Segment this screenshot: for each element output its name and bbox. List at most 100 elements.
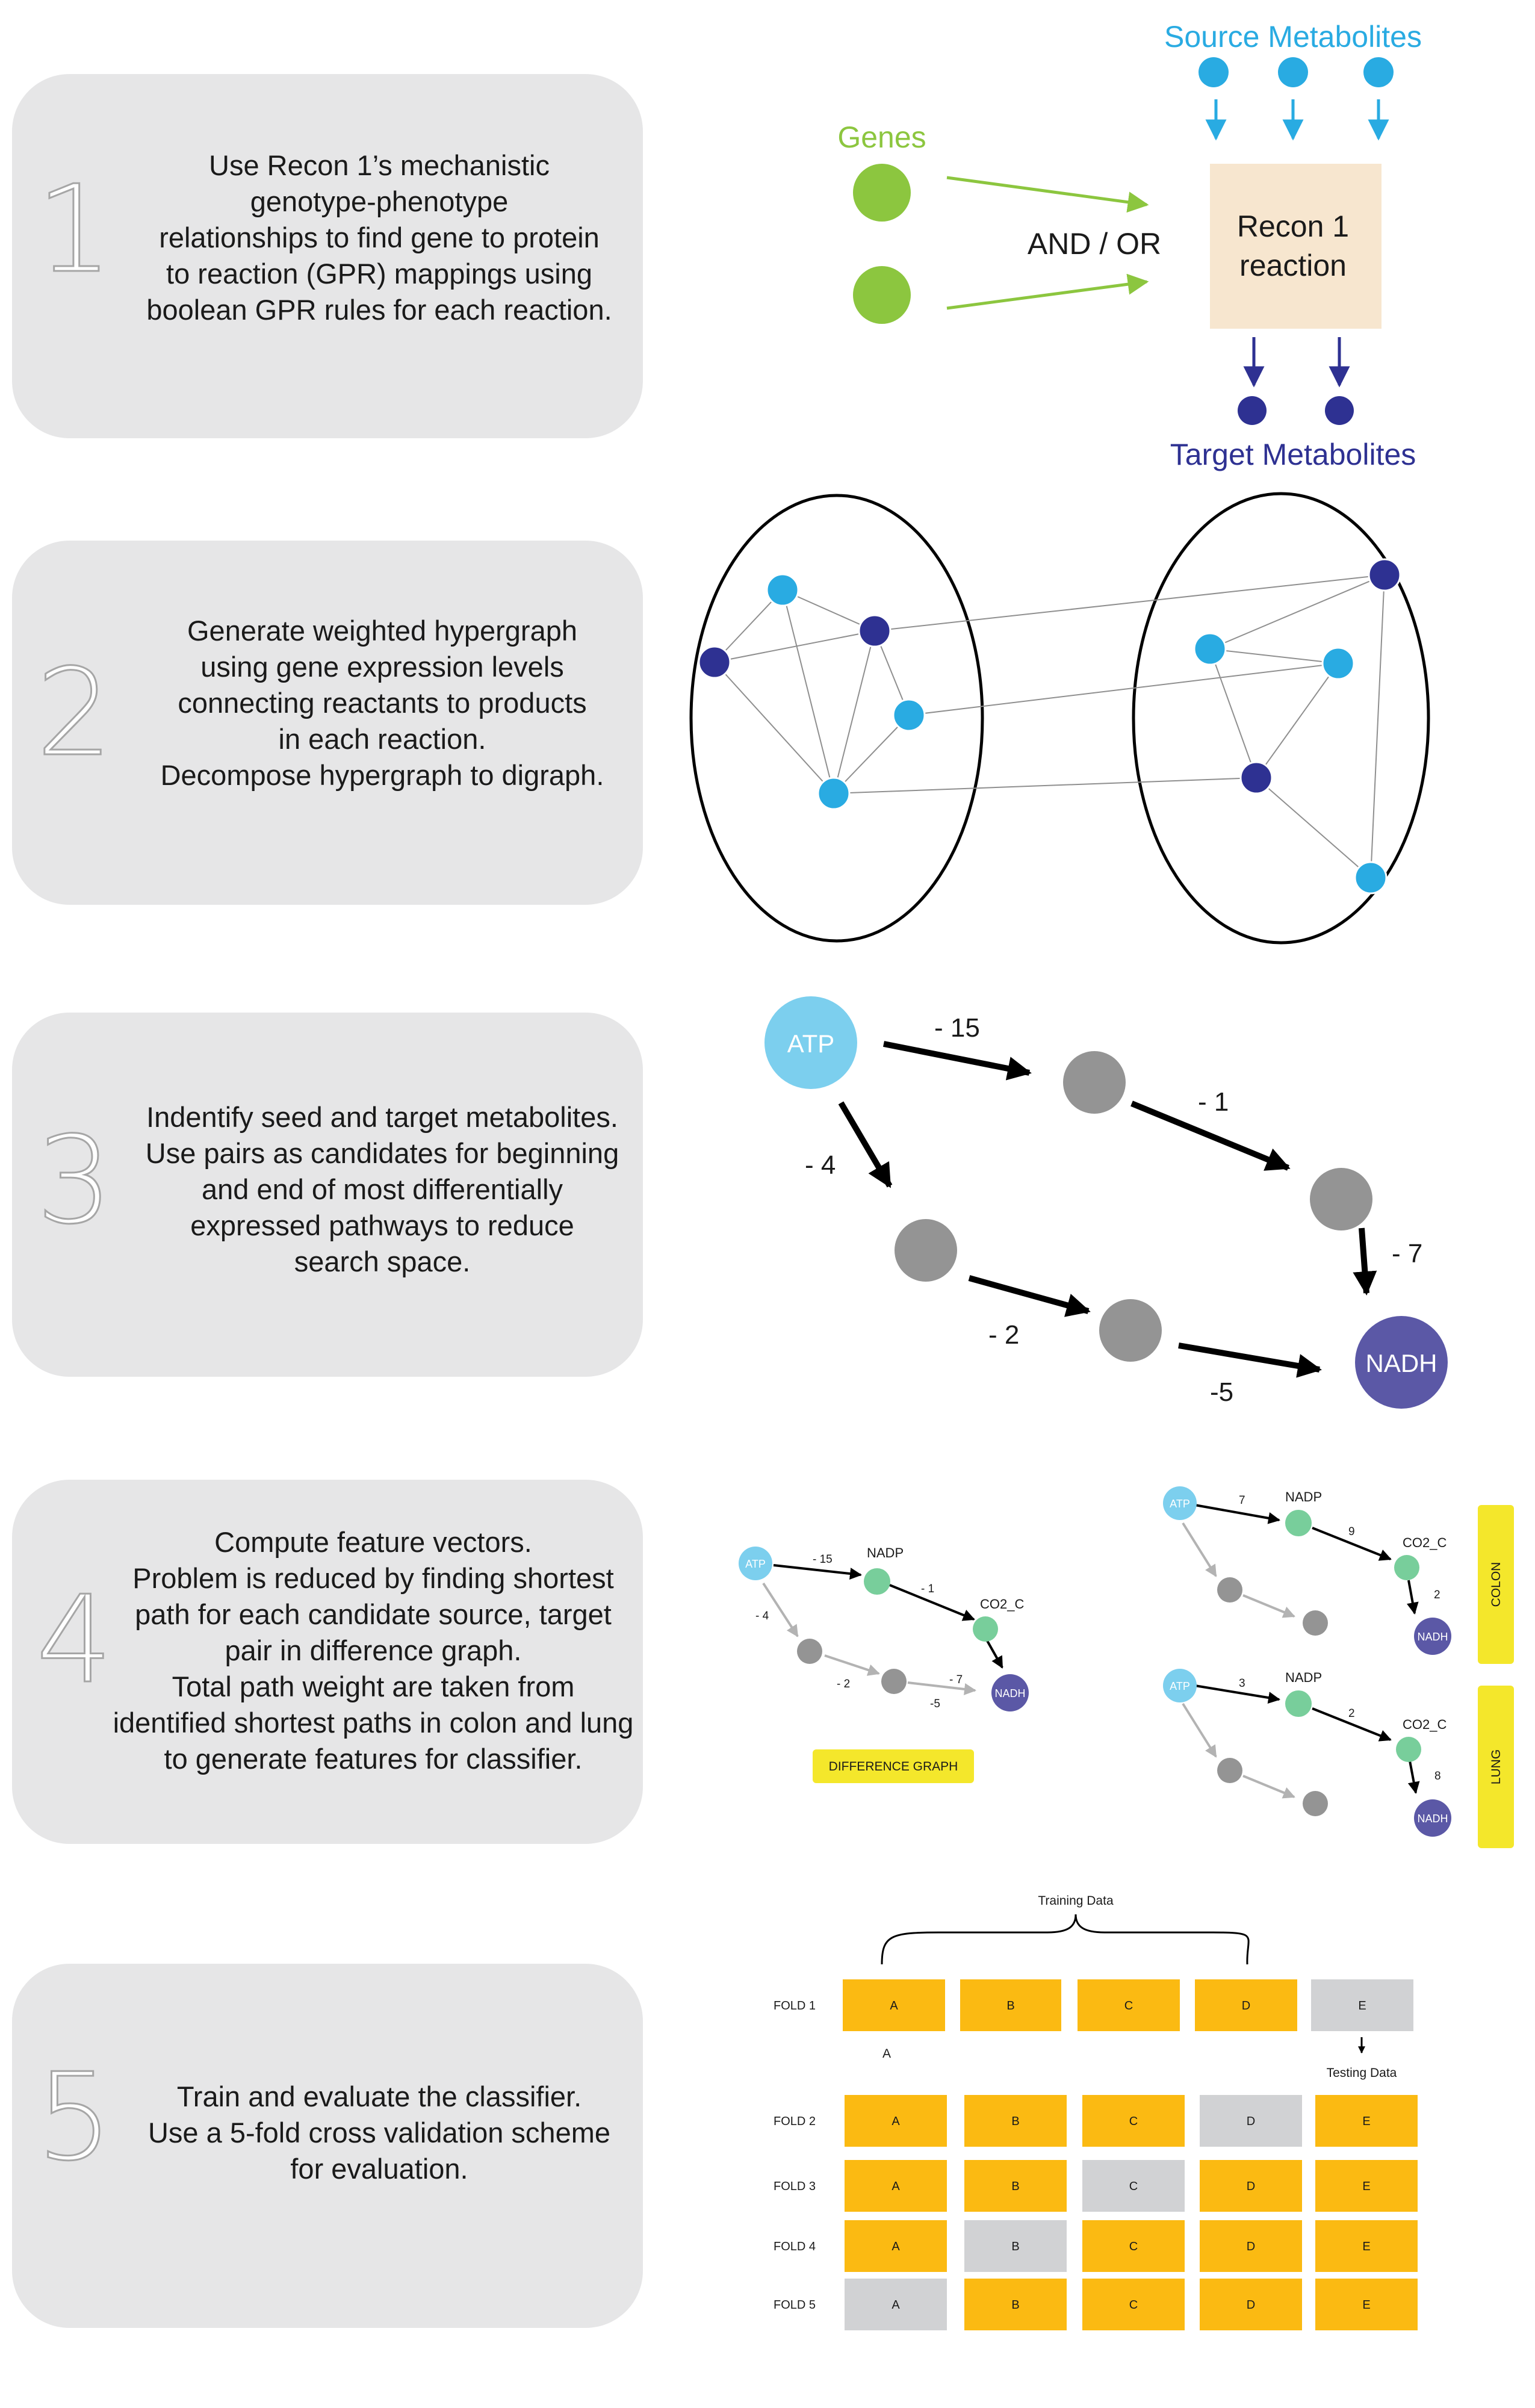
atp-label: ATP	[745, 1558, 766, 1570]
fold-cell-label: D	[1247, 2180, 1255, 2193]
training-fold-cell	[964, 2160, 1067, 2212]
pathway-edge	[1353, 1227, 1377, 1296]
metabolite-node	[1321, 647, 1355, 680]
source-metabolite-node	[1363, 57, 1394, 87]
training-fold-cell	[845, 2095, 947, 2147]
step-2-number: 2	[35, 643, 113, 783]
testing-data-label: Testing Data	[1327, 2066, 1397, 2080]
testing-fold-cell	[964, 2220, 1067, 2272]
fold-cell-label: E	[1362, 2180, 1370, 2193]
nadh-target-label: NADH	[1365, 1349, 1437, 1377]
target-metabolites-label: Target Metabolites	[1170, 438, 1416, 471]
training-fold-cell	[1195, 1979, 1297, 2031]
step-5-number: 5	[35, 2047, 113, 2188]
training-data-brace	[881, 1914, 1250, 1965]
co2-node	[1394, 1555, 1419, 1580]
edge-weight-label: - 7	[949, 1674, 963, 1686]
colon-badge	[1478, 1505, 1514, 1664]
and-or-label: AND / OR	[1028, 227, 1161, 261]
edge-weight-label: - 7	[1392, 1239, 1422, 1268]
testing-fold-cell	[1200, 2095, 1302, 2147]
training-fold-cell	[1200, 2220, 1302, 2272]
hypergraph-cluster-left	[689, 494, 984, 943]
fold-cell-label: C	[1129, 2240, 1138, 2253]
lung-badge	[1478, 1686, 1514, 1848]
training-fold-cell	[1200, 2279, 1302, 2330]
training-fold-cell	[1082, 2095, 1185, 2147]
training-fold-cell	[960, 1979, 1061, 2031]
edge-weight-label: - 1	[921, 1583, 934, 1595]
training-fold-cell	[845, 2220, 947, 2272]
co2-label: CO2_C	[1403, 1717, 1447, 1732]
metabolite-node	[1368, 558, 1401, 592]
intermediate-node	[1217, 1577, 1242, 1603]
metabolite-node	[1193, 632, 1227, 666]
fold-cell-label: A	[892, 2180, 900, 2193]
difference-graph: ATP NADP CO2_C NADH - 15 - 1 - 7 - 4 - 2…	[739, 1545, 1029, 1783]
recon-reaction-box	[1210, 164, 1382, 329]
step-3-description: Indentify seed and target metabolites. U…	[145, 1101, 619, 1277]
stray-label: A	[882, 2047, 891, 2061]
metabolite-node	[698, 645, 731, 679]
fold-cell-label: D	[1247, 2298, 1255, 2312]
atp-node	[1163, 1669, 1197, 1702]
nadp-label: NADP	[1285, 1670, 1322, 1685]
training-fold-cell	[1315, 2095, 1418, 2147]
pathway-edge	[883, 1041, 1032, 1081]
atp-node	[739, 1547, 772, 1580]
hypergraph-diagram	[689, 492, 1430, 945]
fold-cell-label: B	[1006, 1999, 1014, 2012]
nadp-node	[1285, 1510, 1312, 1536]
fold-cell-label: D	[1242, 1999, 1250, 2012]
nadh-target-node	[1355, 1316, 1448, 1409]
edge-weight-label: 7	[1239, 1494, 1245, 1507]
co2-label: CO2_C	[1403, 1535, 1447, 1550]
training-fold-cell	[1200, 2160, 1302, 2212]
edge-weight-label: 9	[1348, 1525, 1355, 1538]
edge-weight-label: - 2	[988, 1320, 1019, 1350]
nadh-label: NADH	[1417, 1631, 1448, 1643]
step-5-panel	[12, 1964, 643, 2328]
metabolite-node	[1354, 861, 1388, 895]
intermediate-node	[797, 1639, 822, 1664]
testing-fold-cell	[1311, 1979, 1413, 2031]
metabolite-node	[858, 614, 892, 648]
fold-cell-label: C	[1129, 2298, 1138, 2312]
source-metabolite-node	[1199, 57, 1229, 87]
gene-node	[853, 164, 911, 222]
testing-fold-cell	[845, 2279, 947, 2330]
fold-cell-label: D	[1247, 2115, 1255, 2128]
co2-node	[1396, 1737, 1421, 1762]
edge-weight-label: - 4	[755, 1610, 769, 1622]
intermediate-node	[895, 1219, 957, 1282]
fold-cell-label: A	[892, 2240, 900, 2253]
nadh-node	[1414, 1618, 1451, 1655]
colon-graph: ATP NADP CO2_C NADH 7 9 2 COLON	[1163, 1486, 1514, 1664]
fold-label: FOLD 1	[774, 1999, 816, 2012]
atp-label: ATP	[1170, 1680, 1190, 1692]
step-2-panel	[12, 541, 643, 905]
fold-cell-label: C	[1124, 1999, 1133, 2012]
fold-cell-label: C	[1129, 2115, 1138, 2128]
training-fold-cell	[1082, 2279, 1185, 2330]
training-fold-cell	[1315, 2160, 1418, 2212]
fold-cell-label: B	[1011, 2180, 1019, 2193]
step-5-description: Train and evaluate the classifier. Use a…	[147, 2081, 611, 2185]
step-4-number: 4	[35, 1570, 113, 1710]
co2-node	[973, 1616, 998, 1642]
hypergraph-cluster-right	[1132, 492, 1430, 945]
fold-cell-label: A	[890, 1999, 898, 2012]
metabolite-node	[1239, 761, 1273, 795]
gene-arrow	[946, 273, 1149, 310]
edge-weight-label: - 2	[837, 1678, 850, 1690]
testing-fold-cell	[1082, 2160, 1185, 2212]
training-fold-cell	[964, 2279, 1067, 2330]
nadp-node	[864, 1568, 890, 1595]
nadp-label: NADP	[1285, 1489, 1322, 1504]
fold-cell-label: D	[1247, 2240, 1255, 2253]
seed-target-diagram: ATP NADH - 15 - 1 - 7 - 4 - 2 -5	[764, 996, 1448, 1409]
pathway-edge	[1130, 1100, 1291, 1171]
difference-graph-label: DIFFERENCE GRAPH	[829, 1760, 958, 1773]
